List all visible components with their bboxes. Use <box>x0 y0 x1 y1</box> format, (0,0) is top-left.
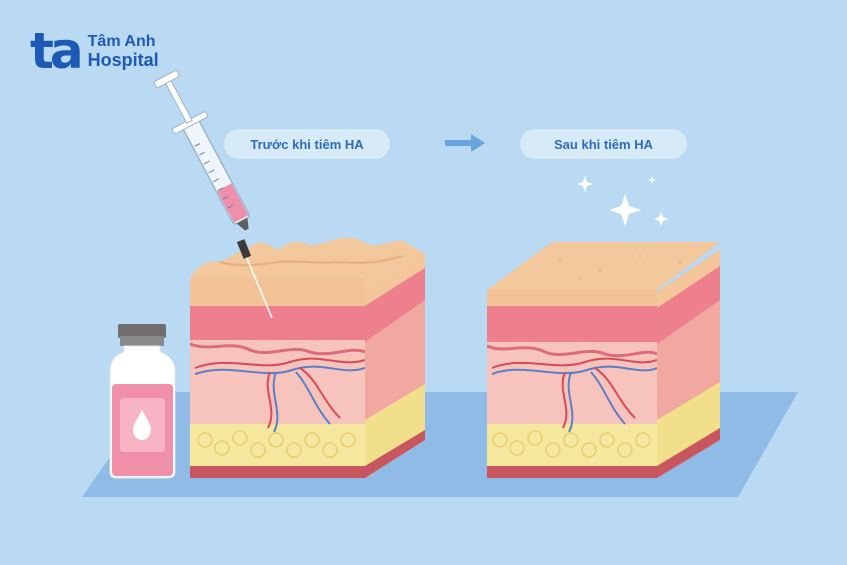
syringe <box>153 70 273 319</box>
logo-mark: ta <box>30 22 84 80</box>
right-arrow-icon <box>445 134 485 152</box>
serum-vial <box>109 324 176 479</box>
label-after-injection: Sau khi tiêm HA <box>520 129 687 159</box>
hospital-logo: ta Tâm Anh Hospital <box>30 22 159 80</box>
logo-name: Tâm Anh <box>87 33 156 50</box>
sparkle-icon <box>577 176 668 226</box>
logo-text: Tâm Anh Hospital <box>88 32 159 70</box>
skin-block-before <box>190 237 425 478</box>
logo-subtitle: Hospital <box>87 50 159 70</box>
label-before-injection: Trước khi tiêm HA <box>224 129 390 159</box>
skin-surface-smooth <box>487 242 720 290</box>
drop-icon <box>133 410 151 440</box>
skin-block-after <box>487 242 720 478</box>
